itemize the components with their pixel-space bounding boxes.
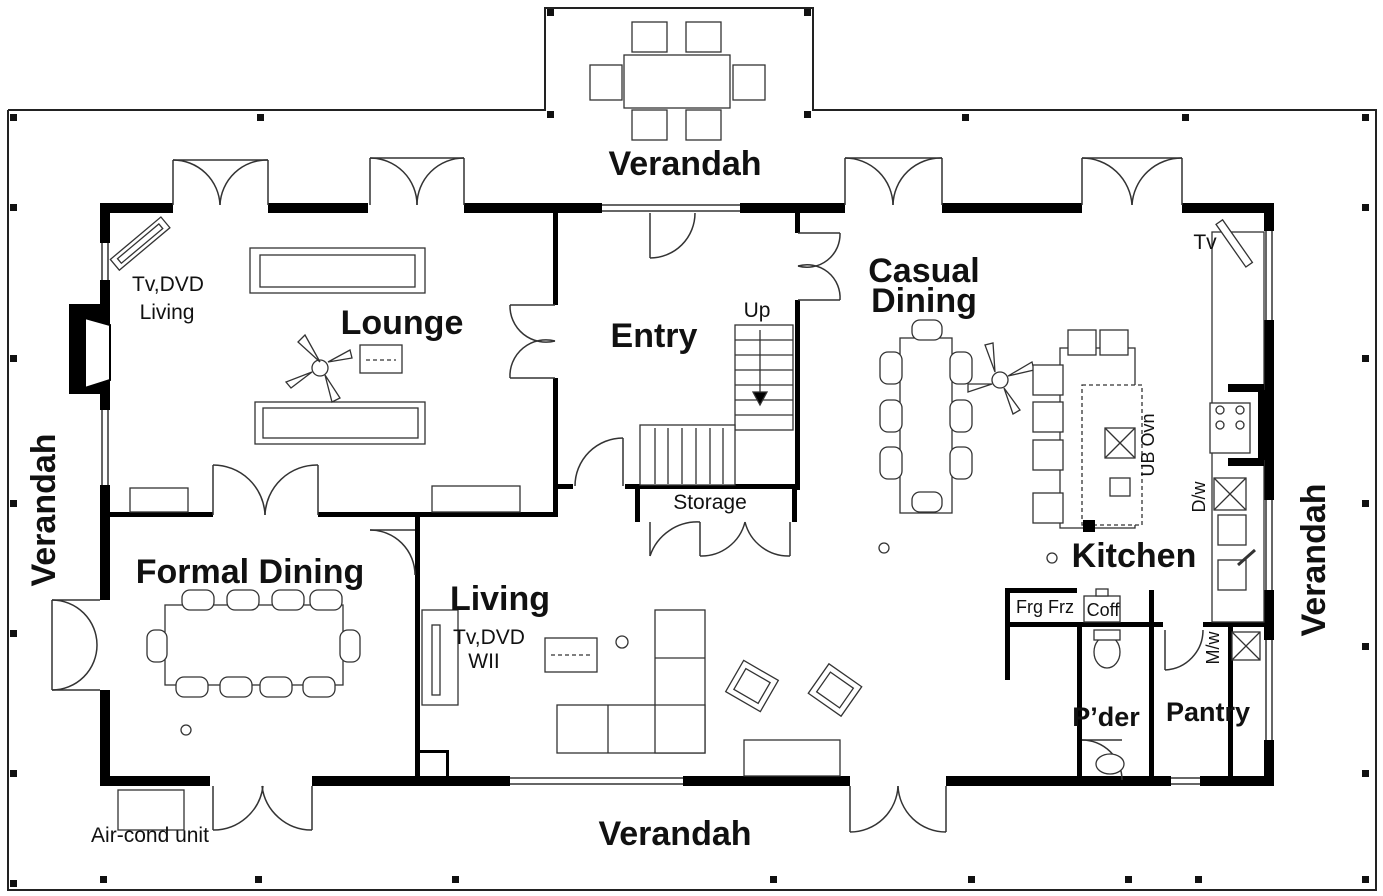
microwave-label: M/w [1203, 631, 1223, 665]
tv-dvd-wii-label-2: WII [468, 650, 500, 673]
casual-dining-label-1: Casual [868, 252, 980, 290]
verandah-bottom-label: Verandah [598, 815, 751, 853]
tv-kitchen-label: Tv [1193, 231, 1217, 254]
powder-label: P’der [1072, 702, 1140, 732]
verandah-posts [10, 9, 1369, 887]
air-con-label: Air-cond unit [91, 824, 209, 847]
fireplace [69, 304, 111, 394]
interior-walls [110, 213, 1273, 780]
dishwasher-label: D/w [1189, 481, 1209, 513]
entry-label: Entry [611, 317, 698, 355]
ub-oven-label: UB Ovn [1138, 413, 1158, 476]
living-label: Living [450, 580, 550, 618]
stair-up-label: Up [744, 299, 771, 322]
windows [101, 204, 1273, 785]
formal-dining-label: Formal Dining [136, 553, 365, 591]
furniture [109, 21, 1265, 831]
tv-dvd-wii-label-1: Tv,DVD [453, 626, 525, 649]
tv-dvd-living-label-1: Tv,DVD [132, 273, 204, 296]
kitchen-label: Kitchen [1072, 537, 1197, 575]
kitchen-fixtures [1083, 384, 1266, 532]
casual-dining-label-2: Dining [871, 282, 977, 320]
tv-dvd-living-label-2: Living [140, 301, 195, 324]
verandah-left-label: Verandah [25, 433, 63, 586]
exterior-walls [100, 203, 1274, 786]
pantry-label: Pantry [1166, 697, 1250, 727]
verandah-top-label: Verandah [608, 145, 761, 183]
verandah-outline [7, 7, 1377, 891]
verandah-right-label: Verandah [1295, 483, 1333, 636]
storage-label: Storage [673, 491, 747, 514]
lounge-label: Lounge [341, 304, 464, 342]
fridge-freezer-label: Frg Frz [1016, 597, 1074, 617]
doors [51, 157, 1204, 833]
coffee-label: Coff [1087, 600, 1121, 620]
